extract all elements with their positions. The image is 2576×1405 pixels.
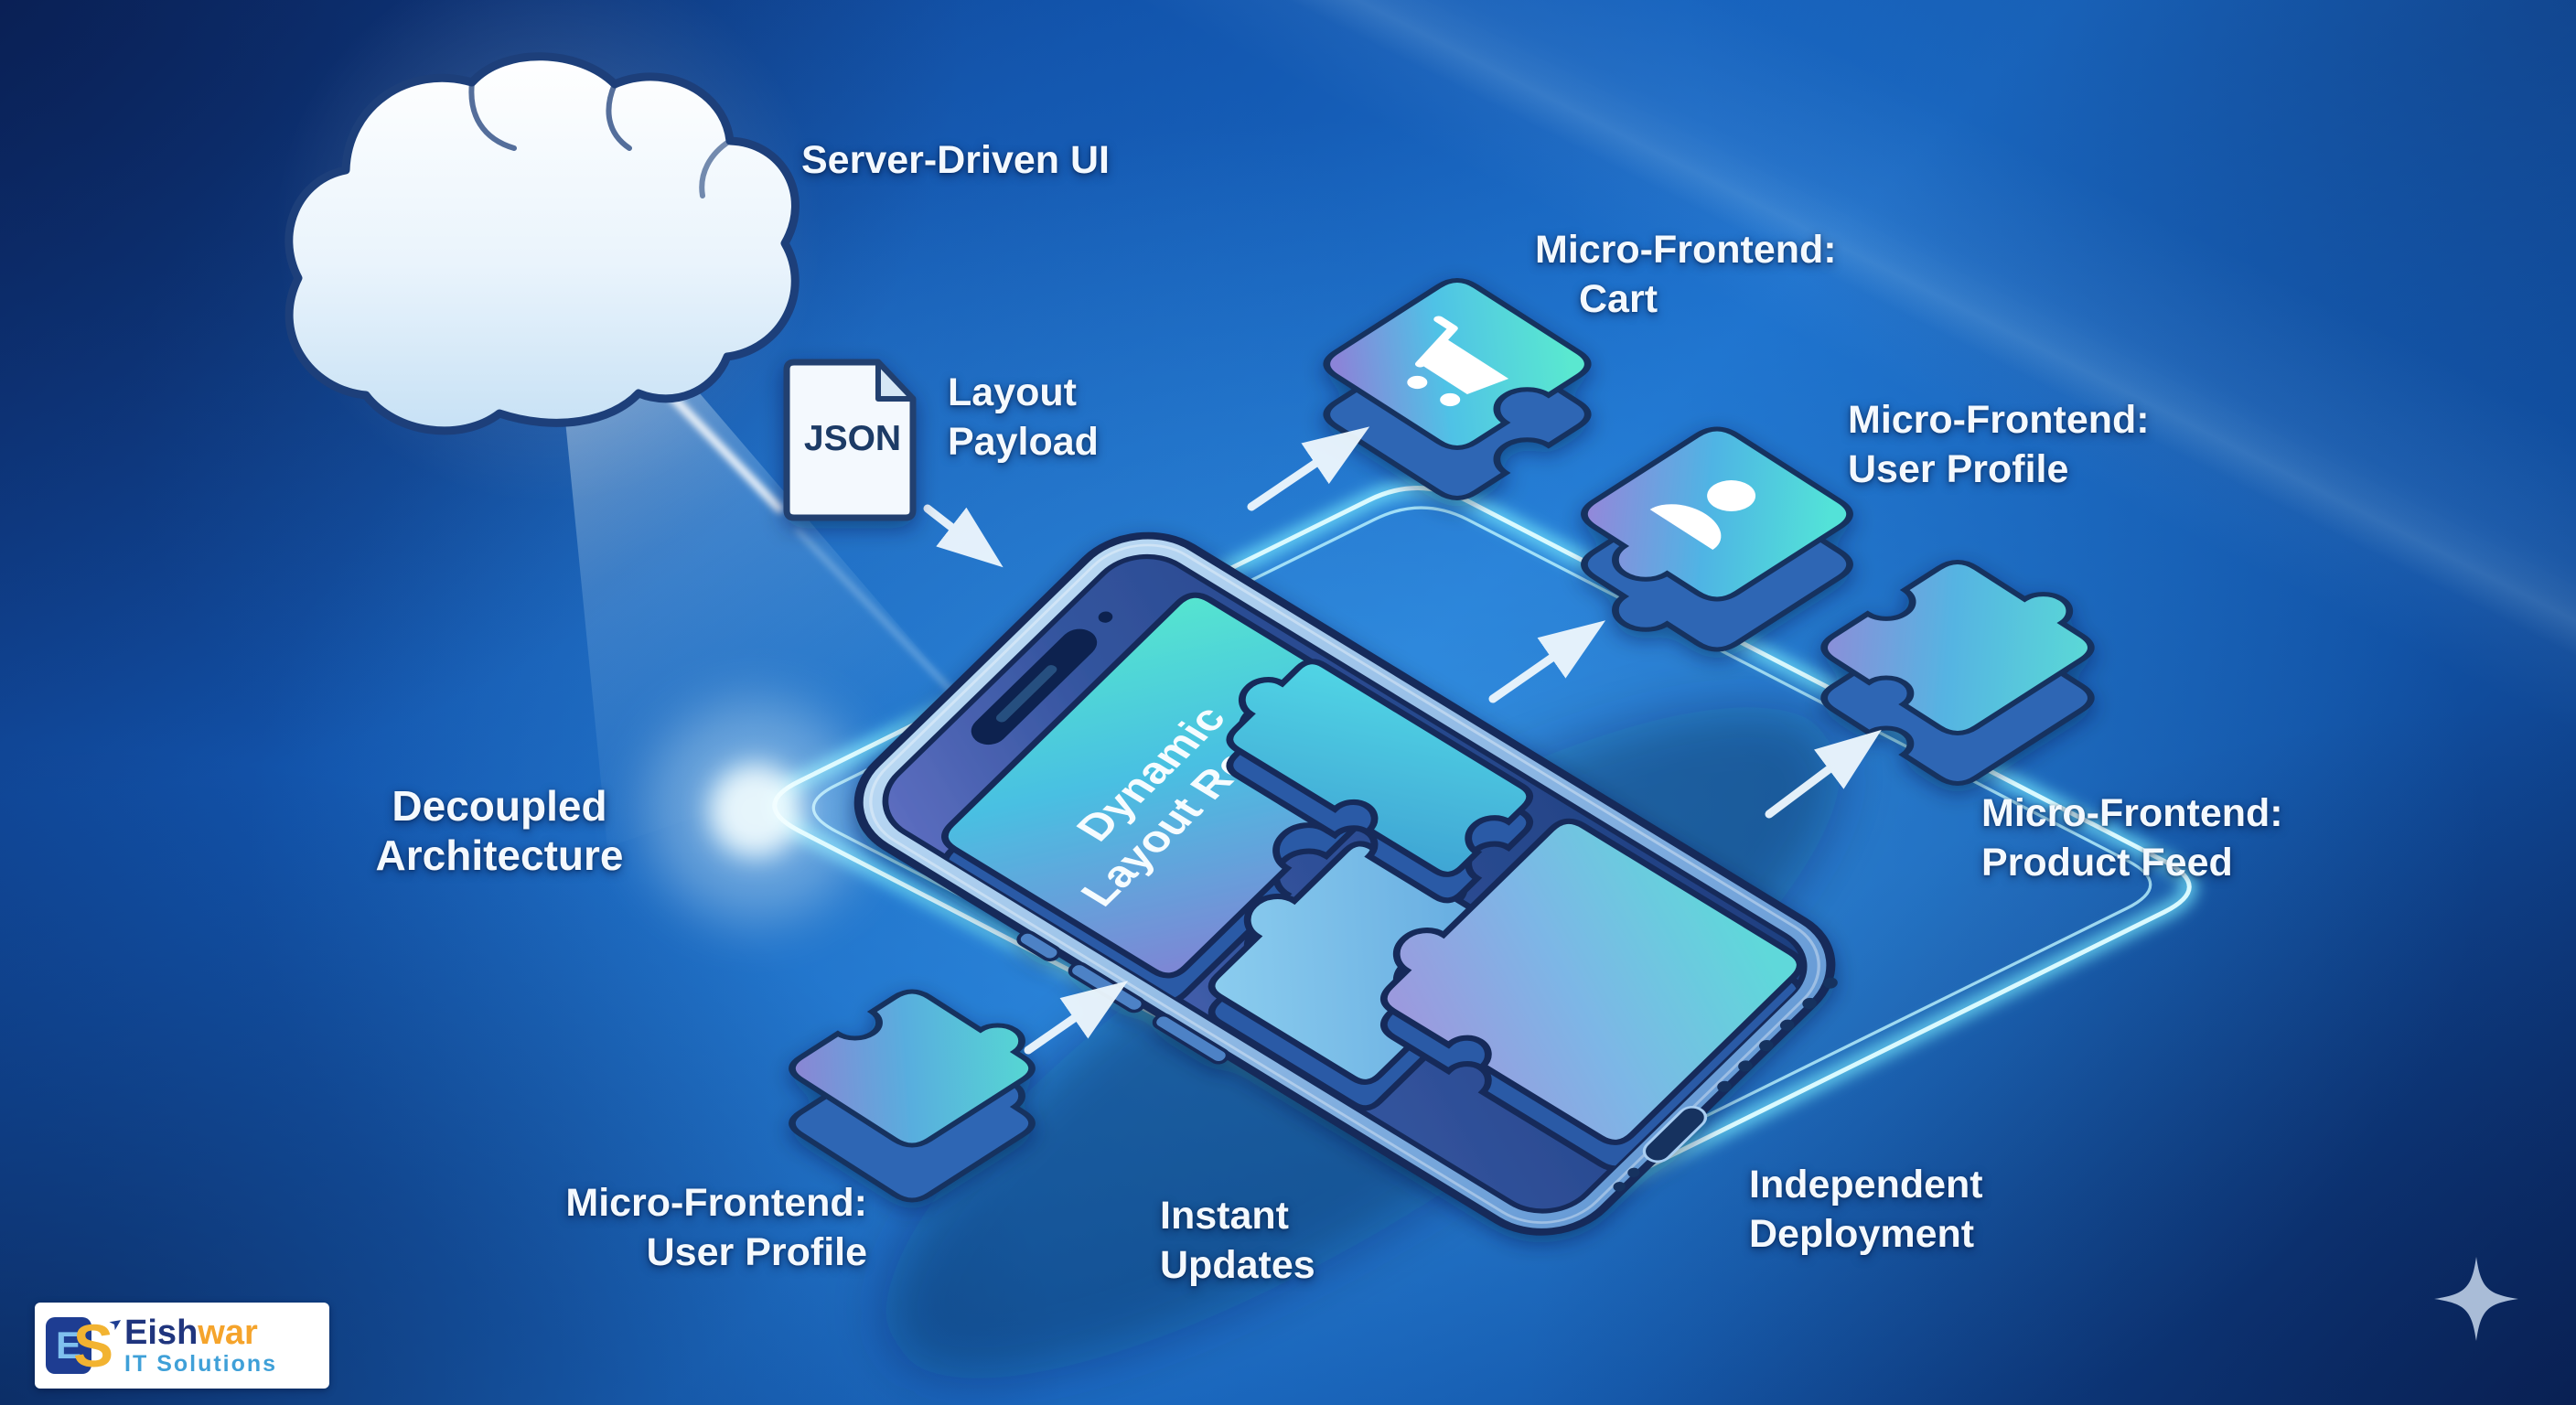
- label-micro-frontend-user-profile-bottom: Micro-Frontend: User Profile: [565, 1181, 867, 1274]
- puzzle-piece-user-profile: [1581, 426, 1853, 652]
- label-independent-deployment: Independent Deployment: [1749, 1163, 1983, 1256]
- puzzle-piece-product-feed: [1820, 560, 2095, 786]
- smartphone-icon: Dynamic Layout Render: [853, 531, 1838, 1236]
- puzzle-piece-cart: [1323, 278, 1592, 500]
- brand-logo-text: Eishwar IT Solutions: [124, 1314, 277, 1377]
- arrow-icon: [1488, 620, 1606, 703]
- label-server-driven-ui: Server-Driven UI: [801, 138, 1110, 182]
- shopping-cart-icon: [1407, 316, 1509, 407]
- json-badge: JSON: [804, 419, 901, 458]
- label-micro-frontend-cart: Micro-Frontend: Cart: [1535, 228, 1837, 321]
- flow-arrows: [923, 426, 1882, 1055]
- puzzle-piece-bottom-left: [789, 989, 1036, 1203]
- arrow-icon: [1765, 729, 1882, 819]
- label-micro-frontend-user-profile: Micro-Frontend: User Profile: [1848, 398, 2150, 491]
- json-file-icon: JSON: [783, 359, 917, 521]
- puzzle-piece-icon: [1226, 659, 1534, 904]
- label-instant-updates: Instant Updates: [1160, 1194, 1315, 1287]
- cloud-icon: [274, 0, 823, 503]
- logo-s-glyph: S: [73, 1312, 114, 1379]
- logo-e-glyph: E: [46, 1317, 91, 1374]
- sparkle-icon: [2434, 1257, 2518, 1341]
- label-decoupled-architecture: Decoupled Architecture: [375, 782, 624, 879]
- label-layout-payload: Layout Payload: [948, 370, 1099, 464]
- arrow-icon: [1024, 981, 1129, 1055]
- arrow-icon: [1247, 426, 1370, 511]
- user-icon: [1649, 480, 1756, 550]
- brand-subtitle: IT Solutions: [124, 1351, 278, 1377]
- phone-charging-port: [1613, 977, 1838, 1192]
- arrow-icon: [923, 504, 1004, 568]
- phone-notch: [971, 611, 1113, 745]
- label-micro-frontend-product-feed: Micro-Frontend: Product Feed: [1981, 791, 2283, 885]
- brand-name: Eishwar: [124, 1314, 258, 1352]
